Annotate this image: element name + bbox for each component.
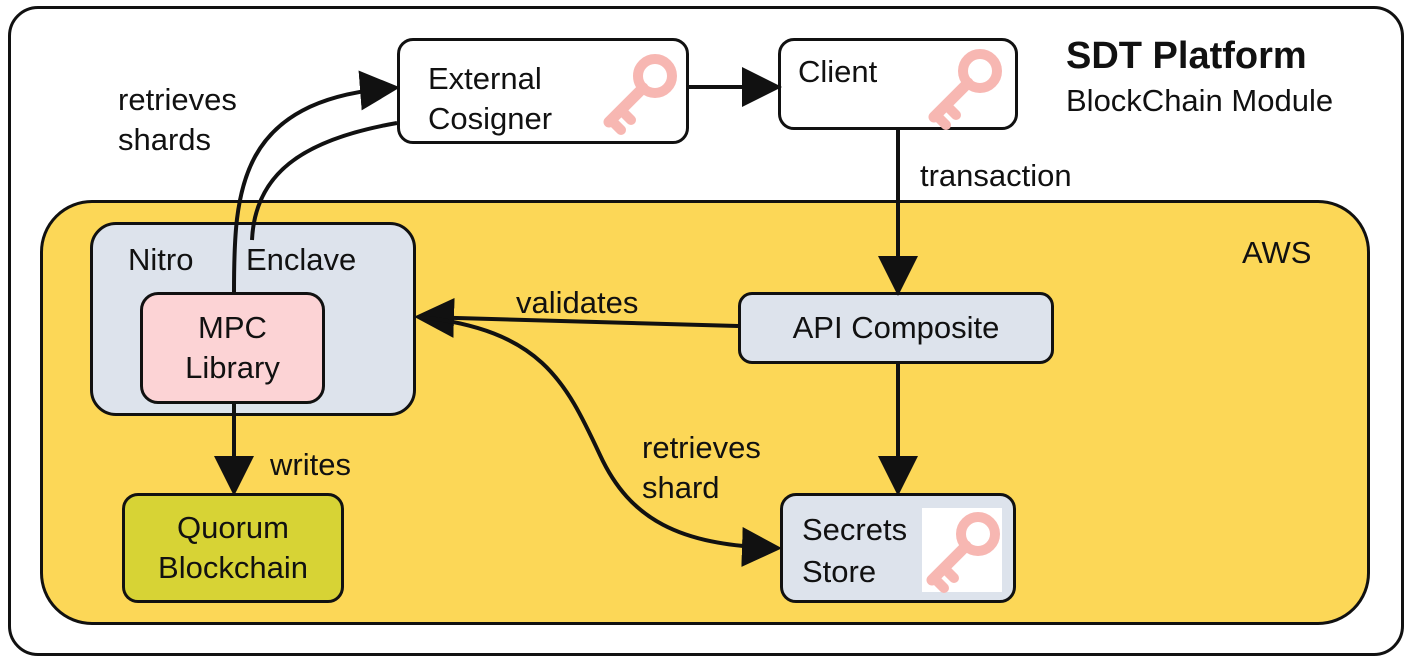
mpc-library-box: MPC Library: [140, 292, 325, 404]
api-composite-box: API Composite: [738, 292, 1054, 364]
retrieves-shards-label: retrieves shards: [118, 82, 237, 157]
connector-cosigner-to-enclave: [250, 121, 398, 241]
enclave-label: Enclave: [246, 242, 357, 277]
retrieves-shard-label: retrieves shard: [642, 430, 761, 505]
key-icon: [609, 59, 672, 130]
client-label: Client: [798, 54, 878, 89]
platform-subtitle: BlockChain Module: [1066, 83, 1334, 118]
aws-label: AWS: [1242, 235, 1312, 270]
nitro-label: Nitro: [128, 242, 194, 277]
arrow-validates: [414, 297, 739, 338]
quorum-blockchain-box: Quorum Blockchain: [122, 493, 344, 603]
external-cosigner-label: External Cosigner: [428, 61, 553, 136]
arrow-retrieves-shard: [419, 315, 782, 567]
arrow-retrieves-shards: [232, 70, 400, 293]
quorum-blockchain-label: Quorum Blockchain: [158, 510, 308, 585]
platform-title: SDT Platform: [1066, 35, 1307, 77]
mpc-library-label: MPC Library: [185, 310, 280, 385]
writes-label: writes: [270, 447, 351, 482]
key-icon: [932, 517, 995, 588]
validates-label: validates: [516, 285, 639, 320]
secrets-store-label: Secrets Store: [802, 512, 908, 589]
api-composite-label: API Composite: [792, 310, 1000, 345]
key-icon: [934, 54, 997, 125]
transaction-label: transaction: [920, 158, 1072, 193]
